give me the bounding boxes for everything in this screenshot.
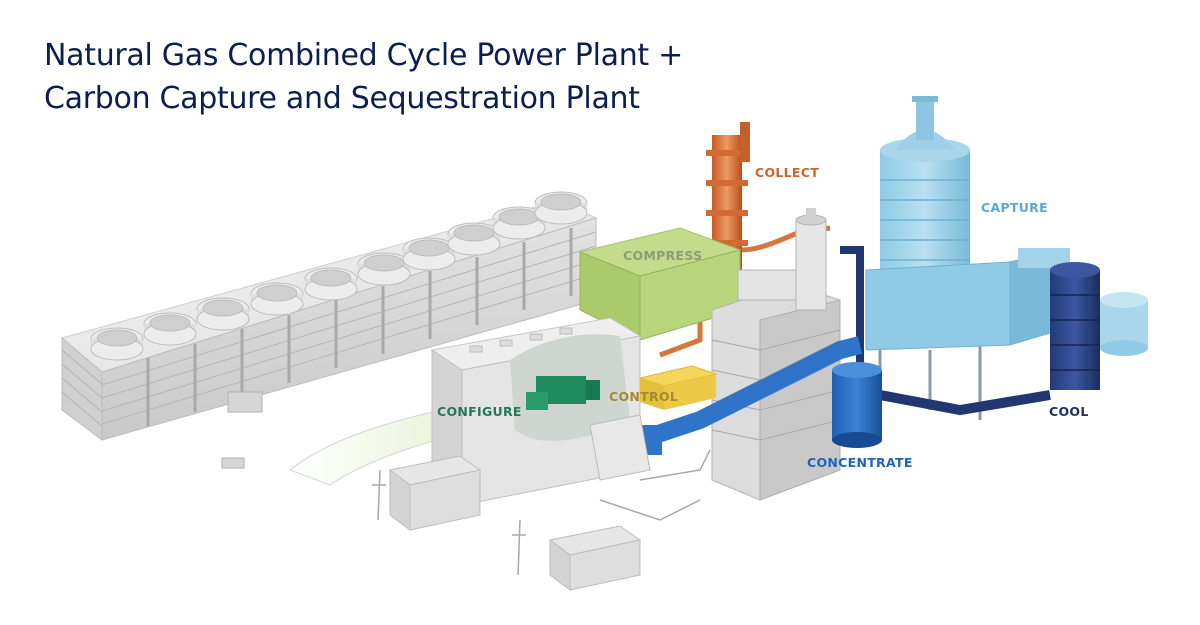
- transformer-yards: [372, 414, 711, 591]
- capture-absorber: [865, 96, 1148, 420]
- label-capture: CAPTURE: [981, 200, 1048, 215]
- concentrate-vessel: [628, 336, 882, 455]
- page-title: Natural Gas Combined Cycle Power Plant +…: [44, 34, 683, 120]
- cooling-tower-bank: [60, 191, 598, 469]
- label-collect: COLLECT: [755, 165, 820, 180]
- configure-building: [430, 317, 642, 506]
- control-building: [638, 365, 718, 410]
- title-line-1: Natural Gas Combined Cycle Power Plant +: [44, 38, 683, 73]
- label-concentrate: CONCENTRATE: [807, 455, 913, 470]
- label-compress: COMPRESS: [623, 248, 703, 263]
- label-cool: COOL: [1049, 404, 1089, 419]
- title-line-2: Carbon Capture and Sequestration Plant: [44, 81, 640, 116]
- label-control: CONTROL: [609, 389, 679, 404]
- label-configure: CONFIGURE: [437, 404, 522, 419]
